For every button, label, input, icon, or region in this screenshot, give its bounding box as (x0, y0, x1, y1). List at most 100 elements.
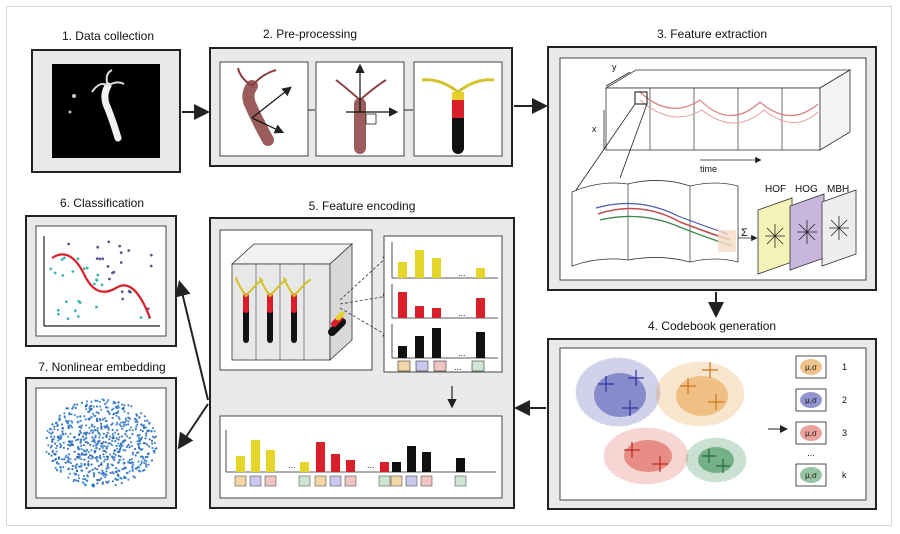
embedding-point (91, 440, 94, 443)
embedding-point (155, 447, 158, 450)
embedding-point (74, 458, 77, 461)
embedding-point (92, 412, 95, 415)
embedding-point (67, 476, 70, 479)
embedding-point (105, 480, 108, 483)
encoding-video-volume (219, 229, 373, 371)
embedding-point (148, 422, 151, 425)
scatter-point (77, 299, 81, 303)
embedding-point (102, 441, 105, 444)
embedding-point (61, 432, 64, 435)
concat-codeword-icon (378, 475, 391, 487)
trajectory-zoom (571, 103, 739, 267)
embedding-point (86, 479, 89, 482)
embedding-point (151, 442, 154, 445)
concat-bar (331, 454, 340, 472)
embedding-point (105, 470, 108, 473)
embedding-point (94, 441, 97, 444)
embedding-point (91, 431, 94, 434)
embedding-point (111, 439, 114, 442)
concat-codeword-icon (454, 475, 467, 487)
step-title-nonlinear-embedding: 7. Nonlinear embedding (38, 360, 165, 374)
embedding-point (92, 444, 95, 448)
embedding-point (73, 403, 76, 406)
panel-data-collection (31, 49, 181, 173)
embedding-point (47, 452, 51, 455)
embedding-point (100, 426, 103, 429)
embedding-point (111, 433, 114, 436)
classification-scatter (49, 240, 153, 321)
embedding-point (148, 445, 151, 448)
step-title-codebook-generation: 4. Codebook generation (648, 319, 776, 333)
embedding-point (67, 443, 70, 446)
codeword-glyph-2: μ,σ (805, 396, 817, 405)
codeword-glyph-1: μ,σ (805, 363, 817, 372)
embedding-point (138, 416, 141, 419)
embedding-point (142, 426, 146, 430)
embedding-point (72, 405, 75, 408)
embedding-point (64, 461, 67, 464)
embedding-point (111, 416, 114, 420)
embedding-point (76, 403, 79, 406)
embedding-point (104, 445, 107, 448)
embedding-point (85, 431, 88, 434)
embedding-point (120, 442, 123, 445)
cluster-blue (575, 357, 661, 427)
embedding-point (74, 439, 77, 442)
embedding-point (89, 469, 92, 473)
embedding-point (135, 425, 138, 429)
embedding-point (93, 485, 96, 488)
embedding-point (69, 457, 72, 460)
embedding-point (117, 401, 120, 404)
embedding-point (143, 419, 147, 422)
concat-codeword-icon (405, 475, 418, 487)
embedding-point (104, 476, 107, 479)
embedding-point (127, 420, 130, 423)
embedding-point (130, 462, 133, 465)
embedding-point (79, 419, 82, 422)
embedding-point (88, 410, 91, 413)
concat-bar (392, 462, 401, 472)
scatter-point (85, 266, 89, 270)
embedding-point (96, 442, 99, 445)
embedding-point (109, 453, 112, 456)
scatter-point (66, 317, 70, 321)
concat-codeword-icon (264, 475, 277, 487)
axis-y-label: y (612, 62, 617, 72)
embedding-point (71, 407, 74, 410)
embedding-point (115, 406, 118, 409)
concat-codeword-icon (420, 475, 433, 487)
embedding-point (113, 431, 116, 434)
embedding-point (121, 444, 124, 447)
embedding-point (107, 411, 111, 414)
embedding-point (68, 453, 71, 456)
descriptor-planes (757, 189, 857, 275)
embedding-point (62, 441, 65, 444)
embedding-point (134, 428, 137, 431)
embedding-point (80, 462, 83, 465)
embedding-point (82, 475, 86, 478)
embedding-point (98, 436, 101, 439)
embedding-point (111, 455, 114, 458)
embedding-point (80, 424, 83, 427)
embedding-point (53, 425, 56, 428)
embedding-point (55, 450, 58, 453)
embedding-point (95, 447, 98, 450)
embedding-point (131, 468, 134, 471)
embedding-point (83, 450, 86, 453)
embedding-point (118, 469, 121, 472)
concat-ellipsis-2: ... (367, 460, 375, 470)
embedding-point (120, 425, 123, 428)
step-title-data-collection: 1. Data collection (62, 29, 154, 43)
hist-red-bar (415, 306, 424, 318)
embedding-point (87, 450, 90, 454)
embedding-point (120, 421, 123, 424)
scatter-point (61, 274, 65, 277)
embedding-point (79, 415, 82, 418)
scatter-point (100, 283, 104, 287)
embedding-point (65, 419, 68, 422)
embedding-point (64, 456, 67, 459)
embedding-point (57, 439, 60, 442)
embedding-point (105, 401, 108, 404)
embedding-point (107, 399, 110, 402)
scatter-point (120, 290, 124, 294)
